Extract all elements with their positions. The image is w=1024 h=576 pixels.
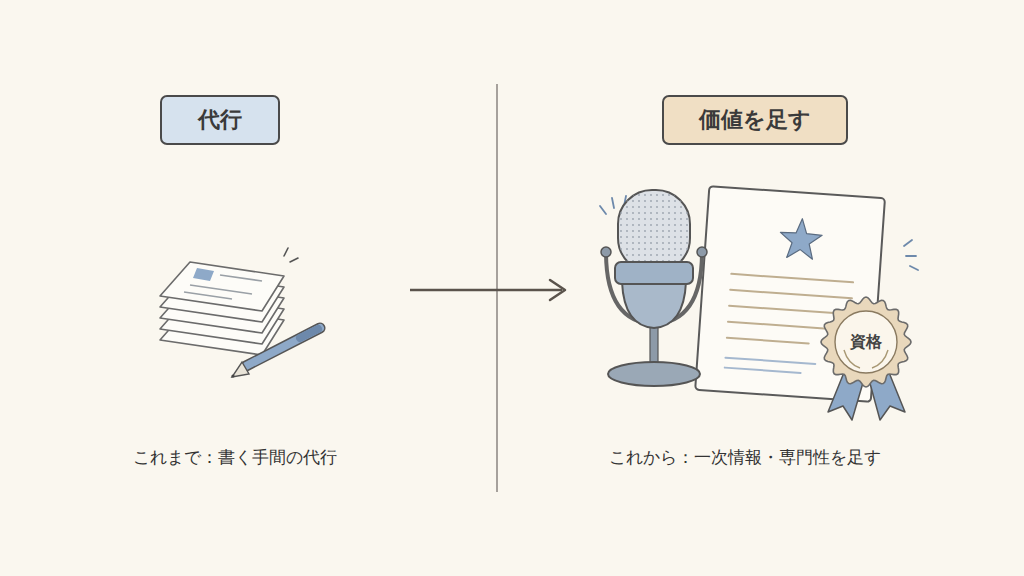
- sparkle: [284, 248, 298, 262]
- pen: [231, 328, 320, 378]
- paper-stack: [160, 262, 284, 355]
- divider-line: [496, 84, 498, 492]
- transition-arrow: [410, 280, 565, 300]
- tag-text: 代行: [198, 105, 242, 135]
- badge-text: 資格: [850, 332, 882, 353]
- caption-note: これから：一次情報・専門性を足す: [609, 446, 881, 469]
- microphone: [601, 190, 707, 386]
- tag-box: 価値を足す: [662, 95, 848, 145]
- tag-box: 代行: [160, 95, 280, 145]
- caption-note: これまで：書く手間の代行: [133, 446, 337, 469]
- qualification-badge: 資格: [820, 296, 912, 388]
- tag-text: 価値を足す: [699, 105, 811, 135]
